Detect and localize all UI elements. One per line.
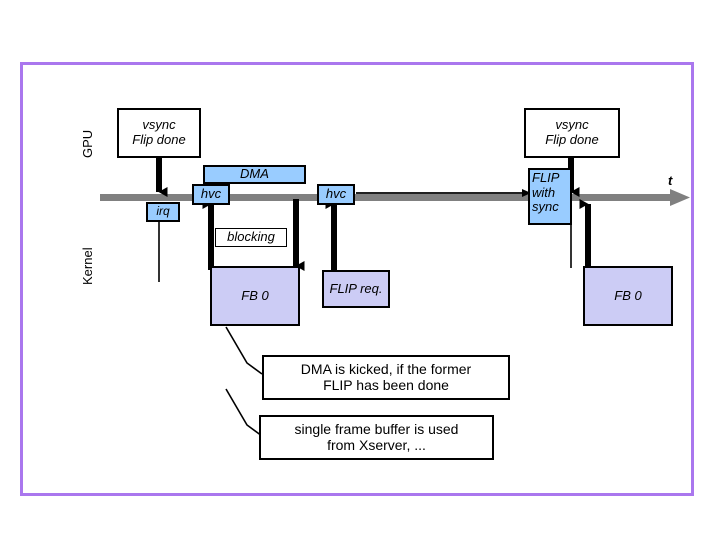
flip-sync-line2: with: [532, 184, 556, 200]
time-axis-label: t: [668, 173, 673, 188]
vsync-left-line2: Flip done: [132, 132, 186, 147]
annotation-dma-line1: DMA is kicked, if the former: [300, 360, 472, 377]
annotation-fb-line1: single frame buffer is used: [294, 420, 459, 437]
lane-label-gpu: GPU: [80, 129, 95, 158]
annotation-fb-line2: from Xserver, ...: [327, 436, 426, 453]
event-box-flip-req: FLIP req.: [322, 270, 390, 308]
event-box-flip-with-sync: FLIP with sync: [528, 168, 572, 225]
annotation-dma-note: DMA is kicked, if the former FLIP has be…: [262, 355, 510, 400]
slide-frame: [20, 62, 694, 496]
timeline-axis-bar: [100, 194, 672, 201]
annotation-fb-note: single frame buffer is used from Xserver…: [259, 415, 494, 460]
vsync-right-line2: Flip done: [545, 132, 599, 147]
annotation-dma-line2: FLIP has been done: [323, 376, 449, 393]
event-box-vsync-left: vsync Flip done: [117, 108, 201, 158]
lane-label-kernel: Kernel: [80, 247, 95, 285]
event-box-hvc-1: hvc: [192, 184, 230, 205]
vsync-left-line1: vsync: [142, 117, 176, 133]
vsync-right-line1: vsync: [555, 117, 589, 133]
event-box-vsync-right: vsync Flip done: [524, 108, 620, 158]
event-box-irq: irq: [146, 202, 180, 222]
event-box-hvc-2: hvc: [317, 184, 355, 205]
event-box-fb0-right: FB 0: [583, 266, 673, 326]
event-box-fb0-left: FB 0: [210, 266, 300, 326]
flip-sync-line1: FLIP: [532, 170, 560, 185]
flip-sync-line3: sync: [532, 199, 559, 215]
event-box-dma: DMA: [203, 165, 306, 184]
event-box-blocking: blocking: [215, 228, 287, 247]
